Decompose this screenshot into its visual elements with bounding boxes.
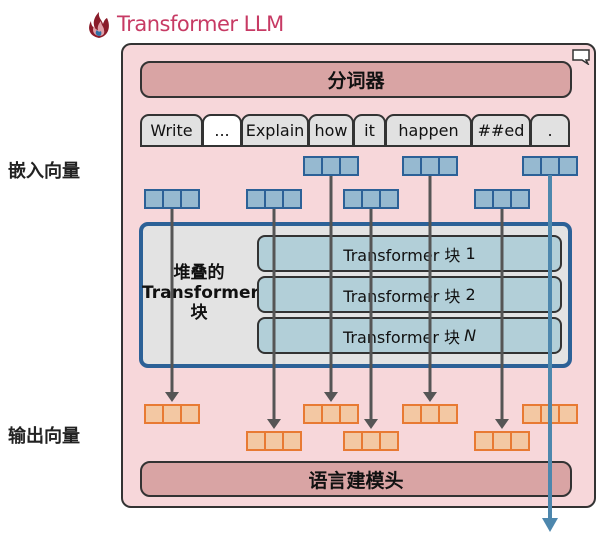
final-arrow-head — [542, 518, 558, 532]
outputs-label: 输出向量 — [8, 426, 80, 447]
lm-head-box: 语言建模头 — [140, 461, 572, 497]
output-vector-5-cell — [510, 431, 530, 451]
embeddings-label: 嵌入向量 — [8, 161, 80, 182]
flow-arrow-head-3 — [364, 419, 378, 429]
output-vector-2-cell — [339, 404, 359, 424]
output-vector-4-cell — [420, 404, 440, 424]
embedding-vector-6-cell — [540, 156, 560, 176]
embedding-vector-1-cell — [246, 189, 266, 209]
embedding-vector-2-cell — [339, 156, 359, 176]
flame-logo-icon — [89, 12, 109, 38]
token-4: it — [353, 114, 386, 147]
flow-arrow-head-1 — [267, 419, 281, 429]
output-vector-5-cell — [474, 431, 494, 451]
output-vector-1-cell — [282, 431, 302, 451]
output-vector-3-cell — [343, 431, 363, 451]
output-vector-2-cell — [321, 404, 341, 424]
output-vector-0-cell — [162, 404, 182, 424]
token-2: Explain — [241, 114, 309, 147]
output-vector-3-cell — [379, 431, 399, 451]
output-vector-4-cell — [402, 404, 422, 424]
embedding-vector-5-cell — [492, 189, 512, 209]
token-6: ##ed — [471, 114, 531, 147]
flow-arrow-head-4 — [423, 392, 437, 402]
output-vector-0-cell — [144, 404, 164, 424]
output-vector-6-cell — [522, 404, 542, 424]
embedding-vector-1-cell — [282, 189, 302, 209]
flow-arrow-head-0 — [165, 392, 179, 402]
block-index: 2 — [465, 285, 476, 304]
output-vector-1-cell — [264, 431, 284, 451]
embedding-vector-0-cell — [144, 189, 164, 209]
embedding-vector-5-cell — [474, 189, 494, 209]
output-vector-1-cell — [246, 431, 266, 451]
embedding-vector-1-cell — [264, 189, 284, 209]
stack-label-line3: 块 — [190, 303, 208, 323]
token-7: . — [530, 114, 570, 147]
diagram-title: Transformer LLM — [117, 12, 284, 36]
embedding-vector-6-cell — [558, 156, 578, 176]
flow-arrow-head-5 — [495, 419, 509, 429]
embedding-vector-3-cell — [361, 189, 381, 209]
embedding-vector-3-cell — [379, 189, 399, 209]
flow-arrow-head-2 — [324, 392, 338, 402]
embedding-vector-4-cell — [438, 156, 458, 176]
output-vector-4-cell — [438, 404, 458, 424]
embedding-vector-2-cell — [321, 156, 341, 176]
token-3: how — [308, 114, 354, 147]
token-5: happen — [385, 114, 472, 147]
comment-icon[interactable] — [572, 49, 590, 65]
output-vector-0-cell — [180, 404, 200, 424]
block-index: 1 — [465, 244, 476, 263]
output-vector-6-cell — [558, 404, 578, 424]
embedding-vector-4-cell — [402, 156, 422, 176]
embedding-vector-5-cell — [510, 189, 530, 209]
embedding-vector-0-cell — [162, 189, 182, 209]
output-vector-3-cell — [361, 431, 381, 451]
embedding-vector-4-cell — [420, 156, 440, 176]
embedding-vector-2-cell — [303, 156, 323, 176]
stack-label-line1: 堆叠的 — [173, 263, 225, 283]
embedding-vector-0-cell — [180, 189, 200, 209]
block-index: N — [464, 326, 477, 345]
output-vector-2-cell — [303, 404, 323, 424]
output-vector-5-cell — [492, 431, 512, 451]
embedding-vector-3-cell — [343, 189, 363, 209]
tokenizer-box: 分词器 — [140, 61, 572, 98]
embedding-vector-6-cell — [522, 156, 542, 176]
